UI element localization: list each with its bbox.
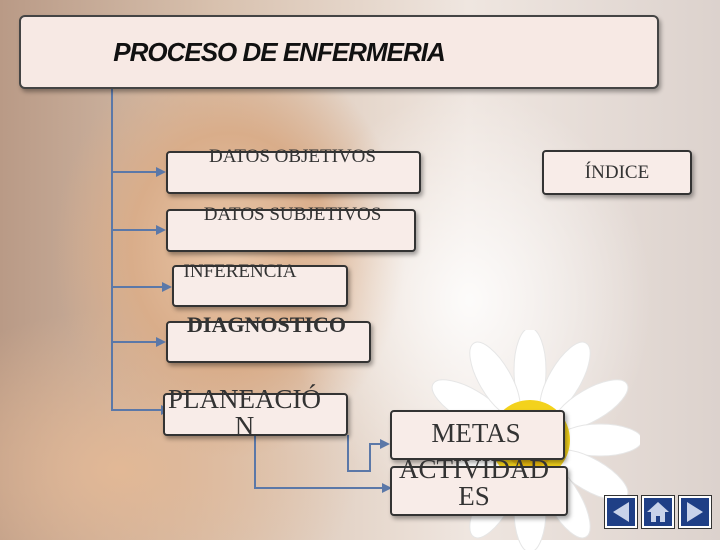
datos-subjetivos-label: DATOS SUBJETIVOS [200,205,385,224]
home-button[interactable] [642,496,674,528]
prev-arrow-icon [607,498,635,526]
diagnostico-label: DIAGNOSTICO [174,314,359,336]
datos-objetivos-label: DATOS OBJETIVOS [200,147,385,166]
actividades-label: ACTIVIDADES [394,456,554,510]
page-title: PROCESO DE ENFERMERIA [113,37,565,68]
metas-label: METAS [396,420,556,447]
indice-label: ÍNDICE [542,163,692,182]
next-slide-button[interactable] [679,496,711,528]
inferencia-label: INFERENCIA [180,262,300,281]
prev-slide-button[interactable] [605,496,637,528]
next-arrow-icon [681,498,709,526]
title-box: PROCESO DE ENFERMERIA [19,15,659,89]
home-icon [644,498,672,526]
planeacion-label: PLANEACIÓN [167,386,322,440]
